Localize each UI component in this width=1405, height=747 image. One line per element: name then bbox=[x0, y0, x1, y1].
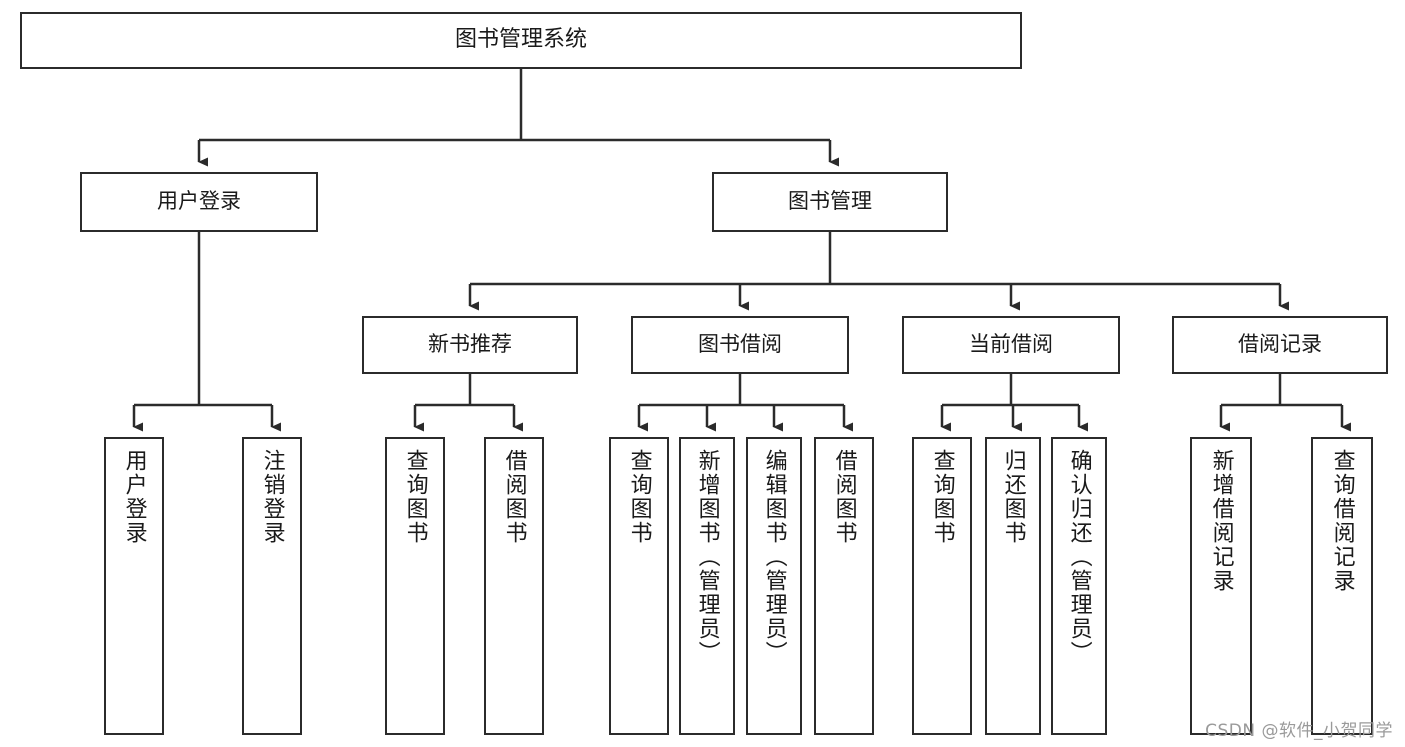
node-root[interactable]: 图书管理系统 bbox=[20, 12, 1022, 69]
node-leaf-query-book-1[interactable]: 查询图书 bbox=[385, 437, 445, 735]
node-leaf-confirm-return[interactable]: 确认归还（管理员） bbox=[1051, 437, 1107, 735]
node-borrow-record[interactable]: 借阅记录 bbox=[1172, 316, 1388, 374]
node-label-current-borrow: 当前借阅 bbox=[969, 332, 1053, 357]
node-label-new-book-rec: 新书推荐 bbox=[428, 332, 512, 357]
node-leaf-return-book[interactable]: 归还图书 bbox=[985, 437, 1041, 735]
node-leaf-borrow-book-1[interactable]: 借阅图书 bbox=[484, 437, 544, 735]
node-leaf-add-record[interactable]: 新增借阅记录 bbox=[1190, 437, 1252, 735]
node-leaf-query-book-2[interactable]: 查询图书 bbox=[609, 437, 669, 735]
node-label-leaf-edit-book: 编辑图书（管理员） bbox=[761, 449, 787, 665]
node-leaf-query-record[interactable]: 查询借阅记录 bbox=[1311, 437, 1373, 735]
node-leaf-borrow-book-2[interactable]: 借阅图书 bbox=[814, 437, 874, 735]
node-label-root: 图书管理系统 bbox=[454, 27, 587, 53]
node-label-leaf-query-book-2: 查询图书 bbox=[626, 449, 652, 545]
node-label-leaf-query-record: 查询借阅记录 bbox=[1329, 449, 1355, 593]
node-leaf-user-login[interactable]: 用户登录 bbox=[104, 437, 164, 735]
node-label-user-login: 用户登录 bbox=[157, 189, 241, 214]
node-label-leaf-query-book-1: 查询图书 bbox=[402, 449, 428, 545]
node-new-book-rec[interactable]: 新书推荐 bbox=[362, 316, 578, 374]
node-label-leaf-borrow-book-2: 借阅图书 bbox=[831, 449, 857, 545]
node-label-leaf-borrow-book-1: 借阅图书 bbox=[501, 449, 527, 545]
node-leaf-logout[interactable]: 注销登录 bbox=[242, 437, 302, 735]
node-leaf-add-book[interactable]: 新增图书（管理员） bbox=[679, 437, 735, 735]
node-label-leaf-add-record: 新增借阅记录 bbox=[1208, 449, 1234, 593]
node-book-manage[interactable]: 图书管理 bbox=[712, 172, 948, 232]
node-label-leaf-return-book: 归还图书 bbox=[1000, 449, 1026, 545]
watermark-label: CSDN @软件_小贺同学 bbox=[1205, 721, 1393, 741]
node-user-login[interactable]: 用户登录 bbox=[80, 172, 318, 232]
node-label-leaf-query-book-3: 查询图书 bbox=[929, 449, 955, 545]
node-label-book-borrow: 图书借阅 bbox=[698, 332, 782, 357]
node-label-book-manage: 图书管理 bbox=[788, 189, 872, 214]
node-label-leaf-add-book: 新增图书（管理员） bbox=[694, 449, 720, 665]
node-label-leaf-logout: 注销登录 bbox=[259, 449, 285, 545]
node-label-leaf-confirm-return: 确认归还（管理员） bbox=[1066, 449, 1092, 665]
node-current-borrow[interactable]: 当前借阅 bbox=[902, 316, 1120, 374]
node-label-leaf-user-login: 用户登录 bbox=[121, 449, 147, 545]
node-leaf-query-book-3[interactable]: 查询图书 bbox=[912, 437, 972, 735]
node-book-borrow[interactable]: 图书借阅 bbox=[631, 316, 849, 374]
node-leaf-edit-book[interactable]: 编辑图书（管理员） bbox=[746, 437, 802, 735]
node-label-borrow-record: 借阅记录 bbox=[1238, 332, 1322, 357]
